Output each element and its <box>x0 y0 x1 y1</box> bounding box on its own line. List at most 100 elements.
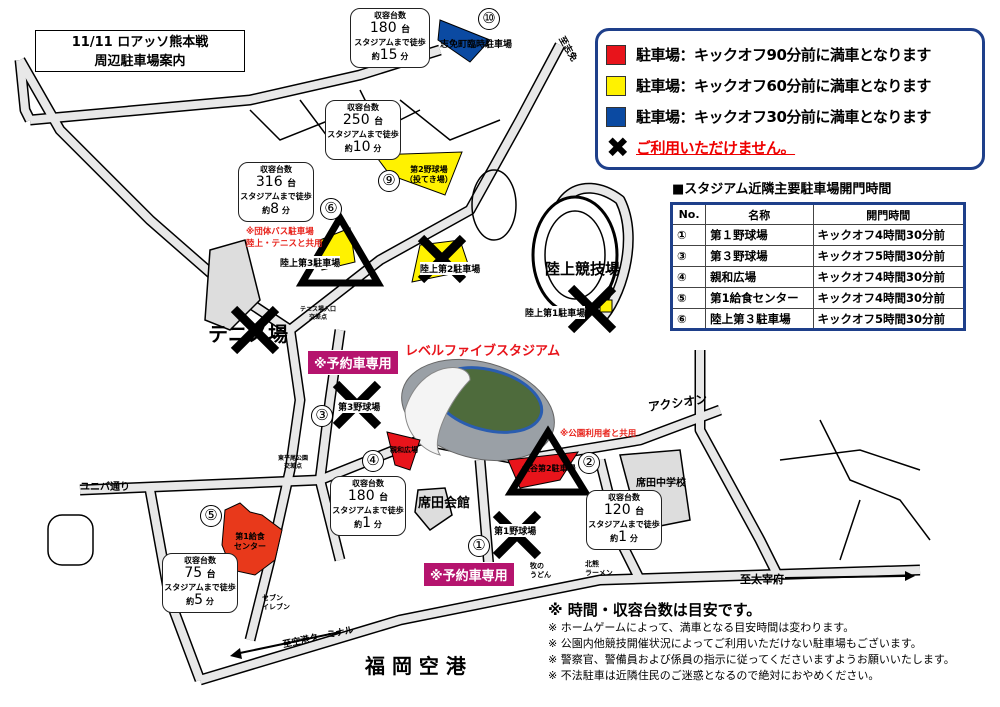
legend-item-unavailable: ✖ ご利用いただけません。 <box>606 132 974 163</box>
label-line: 北熊 <box>585 560 599 568</box>
lot-shime-blue <box>437 19 491 63</box>
walk-value: 15 <box>379 47 398 63</box>
marker-1: ① <box>468 535 490 557</box>
header-no: No. <box>670 203 707 225</box>
note-line: ※ ホームゲームによって、満車となる目安時間は変わります。 <box>548 621 855 634</box>
about: 約 <box>371 52 380 61</box>
capacity-bubble-4: 収容台数 180 台 スタジアムまで徒歩 約1 分 <box>330 476 406 536</box>
about: 約 <box>354 520 363 529</box>
legend-item-red: 駐車場：キックオフ90分前に満車となります <box>606 39 974 70</box>
marker-3: ③ <box>311 405 333 427</box>
notes: ※ 時間・収容台数は目安です。 ※ ホームゲームによって、満車となる目安時間は変… <box>548 600 955 684</box>
cell: 第1給食センター <box>705 287 814 309</box>
capacity-label: 収容台数 <box>352 479 384 488</box>
reserved-only-badge: ※予約車専用 <box>307 350 399 375</box>
x-mark-icon: ✖ <box>606 130 629 164</box>
minutes: 分 <box>400 52 409 61</box>
header-name: 名称 <box>705 203 814 225</box>
unit: 台 <box>206 570 216 580</box>
minutes: 分 <box>281 206 290 215</box>
lot-label-baseball2: 第2野球場（投てき場） <box>405 165 453 185</box>
label-line: テニス場入口 <box>300 306 337 313</box>
label-line: ラーメン <box>585 569 613 577</box>
cell: 第１野球場 <box>705 224 814 246</box>
legend-label: 駐車場：キックオフ60分前に満車となります <box>636 77 931 95</box>
legend-item-blue: 駐車場：キックオフ30分前に満車となります <box>606 101 974 132</box>
to-dazaifu-label: 至太宰府 <box>740 573 784 586</box>
tennis-label: テニス場 <box>208 322 288 346</box>
title-line2: 周辺駐車場案内 <box>94 54 186 69</box>
label-line: うどん <box>530 571 551 579</box>
about: 約 <box>344 144 353 153</box>
marker-2: ② <box>578 452 600 474</box>
lot-label-baseball1: 第1野球場 <box>494 524 537 537</box>
cell: キックオフ5時間30分前 <box>812 308 965 330</box>
walk-value: 10 <box>352 139 371 155</box>
x-mark-icon <box>417 234 467 284</box>
label-line: イレブン <box>262 603 290 611</box>
label-line: 交差点 <box>309 314 328 321</box>
minutes: 分 <box>373 144 382 153</box>
marker-10: ⑩ <box>478 8 500 30</box>
label-line: 交差点 <box>284 463 303 470</box>
lot-label-baseball3: 第3野球場 <box>338 400 381 413</box>
minutes: 分 <box>629 534 638 543</box>
legend: 駐車場：キックオフ90分前に満車となります 駐車場：キックオフ60分前に満車とな… <box>595 28 985 170</box>
unit: 台 <box>401 25 411 35</box>
bus-note: ※団体バス駐車場陸上・テニスと共用 <box>246 226 323 250</box>
cell: キックオフ4時間30分前 <box>812 287 965 309</box>
capacity-bubble-10: 収容台数 180 台 スタジアムまで徒歩 約15 分 <box>350 8 430 68</box>
lot-label-shinwa: 親和広場 <box>390 446 418 454</box>
cell: キックオフ4時間30分前 <box>812 224 965 246</box>
capacity-value: 75 <box>184 565 203 581</box>
legend-label: ご利用いただけません。 <box>636 139 796 157</box>
capacity-label: 収容台数 <box>260 165 292 174</box>
x-mark-icon <box>567 284 617 334</box>
capacity-bubble-6: 収容台数 316 台 スタジアムまで徒歩 約8 分 <box>238 162 314 222</box>
note-line: 陸上・テニスと共用 <box>246 239 323 249</box>
marker-5: ⑤ <box>200 505 222 527</box>
ramen-label: 北熊ラーメン <box>585 560 613 578</box>
cell: 親和広場 <box>705 266 814 288</box>
marker-4: ④ <box>362 450 384 472</box>
note-line: ※ 警察官、警備員および係員の指示に従ってくださいますようお願いいたします。 <box>548 653 955 666</box>
walk-label: スタジアムまで徒歩 <box>240 192 312 201</box>
unit: 台 <box>635 507 645 517</box>
label-line: 第2野球場 <box>410 165 448 174</box>
cell: ⑤ <box>670 287 707 309</box>
capacity-value: 120 <box>603 502 631 518</box>
minutes: 分 <box>373 520 382 529</box>
about: 約 <box>262 206 271 215</box>
univa-street-label: ユニバ通り <box>80 482 130 493</box>
reserved-only-badge: ※予約車専用 <box>423 562 515 587</box>
capacity-label: 収容台数 <box>347 103 379 112</box>
capacity-value: 316 <box>255 174 283 190</box>
kaikan-area <box>414 487 453 532</box>
arrow-dazaifu <box>784 575 906 579</box>
lot-label-shime: 志免町臨時駐車場 <box>440 40 513 50</box>
cell: ④ <box>670 266 707 288</box>
header-time: 開門時間 <box>812 203 965 225</box>
lot-label-kyushoku: 第1給食センター <box>234 532 266 552</box>
cell: キックオフ5時間30分前 <box>812 245 965 267</box>
legend-item-yellow: 駐車場：キックオフ60分前に満車となります <box>606 70 974 101</box>
unit: 台 <box>374 117 384 127</box>
seven-eleven-label: セブンイレブン <box>262 594 290 612</box>
stadium-label: レベルファイブスタジアム <box>405 344 561 359</box>
unit: 台 <box>287 179 297 189</box>
school-label: 席田中学校 <box>636 478 686 489</box>
walk-label: スタジアムまで徒歩 <box>354 38 426 47</box>
walk-label: スタジアムまで徒歩 <box>332 506 404 515</box>
about: 約 <box>610 534 619 543</box>
park-note: ※公園利用者と共用 <box>560 429 637 439</box>
note-line: ※ 不法駐車は近隣住民のご迷惑となるので絶対におやめください。 <box>548 669 880 682</box>
lot-shinwa-red <box>386 431 421 471</box>
airport-label: 福 岡 空 港 <box>365 654 466 678</box>
triangle-otani2 <box>504 425 592 496</box>
capacity-label: 収容台数 <box>184 556 216 565</box>
